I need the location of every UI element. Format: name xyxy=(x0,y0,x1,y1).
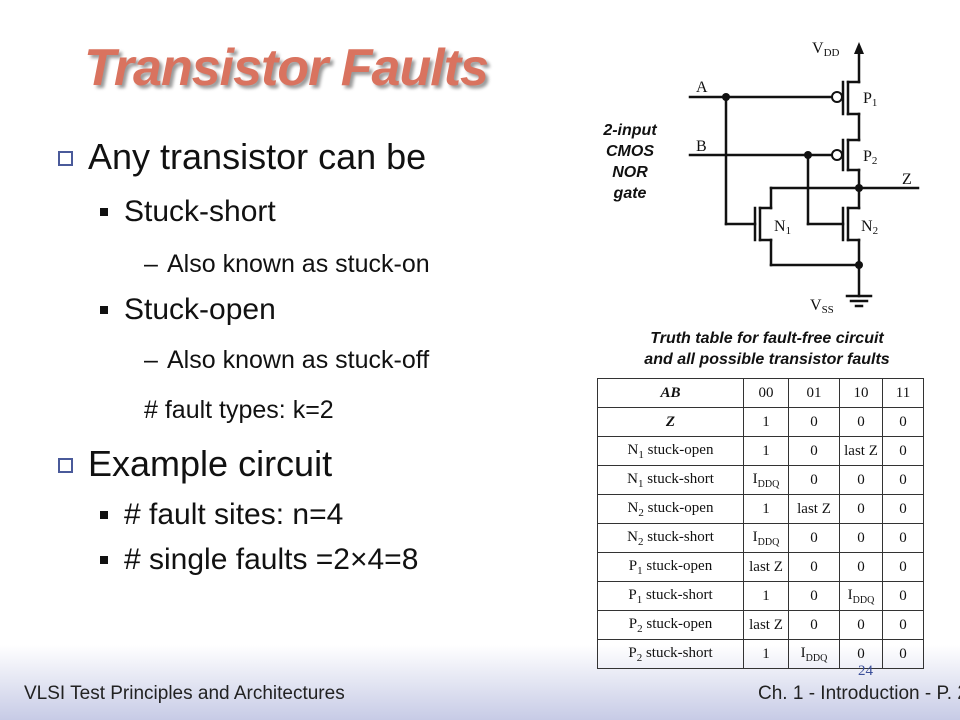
table-cell: IDDQ xyxy=(788,639,840,669)
header-cell: 01 xyxy=(788,378,840,408)
table-caption: Truth table for fault-free circuit and a… xyxy=(644,330,890,368)
table-cell: IDDQ xyxy=(743,465,789,495)
table-cell: 0 xyxy=(882,436,924,466)
bullet-fault-sites: # fault sites: n=4 xyxy=(124,498,344,531)
square-bullet-icon xyxy=(100,208,108,216)
table-cell: 0 xyxy=(788,465,840,495)
table-cell: Z xyxy=(597,407,744,437)
table-cell: IDDQ xyxy=(743,523,789,553)
bullet-example-circuit: Example circuit xyxy=(88,443,333,484)
table-cell: 0 xyxy=(839,552,883,582)
table-cell: 0 xyxy=(788,610,840,640)
vss-label: VSS xyxy=(810,297,834,316)
table-row-z: Z 1 0 0 0 xyxy=(597,407,924,437)
n1-label: N1 xyxy=(774,218,791,237)
hollow-square-bullet-icon xyxy=(58,458,73,473)
slide-title: Transistor Faults xyxy=(84,39,489,97)
bullet-stuck-on-dash: – xyxy=(144,250,158,278)
gate-label: 2-input CMOS NOR gate xyxy=(603,122,657,202)
fault-name-cell: N1 stuck-short xyxy=(597,465,744,495)
table-cell: 0 xyxy=(839,494,883,524)
slide-number: 24 xyxy=(858,663,873,679)
header-cell: 11 xyxy=(882,378,924,408)
table-cell: 0 xyxy=(788,436,840,466)
table-cell: 0 xyxy=(839,639,883,669)
bullet-stuck-on: Also known as stuck-on xyxy=(167,250,430,278)
bullet-stuck-off-dash: – xyxy=(144,346,158,374)
table-cell: 0 xyxy=(788,552,840,582)
input-a-label: A xyxy=(696,79,708,96)
bullet-any-transistor: Any transistor can be xyxy=(88,136,427,177)
header-cell: AB xyxy=(597,378,744,408)
input-b-label: B xyxy=(696,138,707,155)
table-cell: 0 xyxy=(882,581,924,611)
square-bullet-icon xyxy=(100,556,108,564)
table-cell: 0 xyxy=(882,552,924,582)
table-cell: 0 xyxy=(882,407,924,437)
table-header-row: AB 00 01 10 11 xyxy=(597,378,924,408)
table-cell: 0 xyxy=(882,610,924,640)
fault-name-cell: P1 stuck-short xyxy=(597,581,744,611)
fault-name-cell: P1 stuck-open xyxy=(597,552,744,582)
table-cell: 0 xyxy=(882,639,924,669)
p2-label: P2 xyxy=(863,148,877,167)
table-cell: last Z xyxy=(743,610,789,640)
bullet-single-faults: # single faults =2×4=8 xyxy=(124,543,419,576)
bullet-fault-types: # fault types: k=2 xyxy=(144,396,334,424)
table-cell: 0 xyxy=(882,523,924,553)
table-cell: last Z xyxy=(743,552,789,582)
fault-name-cell: N1 stuck-open xyxy=(597,436,744,466)
bullet-stuck-short: Stuck-short xyxy=(124,195,276,228)
table-cell: 1 xyxy=(743,407,789,437)
n2-label: N2 xyxy=(861,218,878,237)
table-cell: last Z xyxy=(839,436,883,466)
table-cell: IDDQ xyxy=(839,581,883,611)
table-cell: 0 xyxy=(839,407,883,437)
table-cell: 1 xyxy=(743,494,789,524)
table-cell: 0 xyxy=(882,465,924,495)
header-cell: 00 xyxy=(743,378,789,408)
fault-name-cell: P2 stuck-short xyxy=(597,639,744,669)
table-cell: last Z xyxy=(788,494,840,524)
p1-label: P1 xyxy=(863,90,877,109)
table-cell: 0 xyxy=(839,465,883,495)
table-cell: 0 xyxy=(882,494,924,524)
table-cell: 0 xyxy=(788,523,840,553)
table-cell: 1 xyxy=(743,436,789,466)
table-cell: 0 xyxy=(839,610,883,640)
vdd-label: VDD xyxy=(812,40,840,59)
bullet-stuck-off: Also known as stuck-off xyxy=(167,346,430,374)
footer-chapter: Ch. 1 - Introduction - P. 24 xyxy=(758,681,960,704)
table-cell: 1 xyxy=(743,581,789,611)
fault-name-cell: P2 stuck-open xyxy=(597,610,744,640)
fault-name-cell: N2 stuck-open xyxy=(597,494,744,524)
table-cell: 1 xyxy=(743,639,789,669)
square-bullet-icon xyxy=(100,306,108,314)
fault-name-cell: N2 stuck-short xyxy=(597,523,744,553)
bullet-stuck-open: Stuck-open xyxy=(124,293,276,326)
square-bullet-icon xyxy=(100,511,108,519)
header-cell: 10 xyxy=(839,378,883,408)
table-cell: 0 xyxy=(788,407,840,437)
table-cell: 0 xyxy=(839,523,883,553)
hollow-square-bullet-icon xyxy=(58,151,73,166)
output-z-label: Z xyxy=(902,171,912,188)
table-cell: 0 xyxy=(788,581,840,611)
footer-course-title: VLSI Test Principles and Architectures xyxy=(24,683,345,704)
